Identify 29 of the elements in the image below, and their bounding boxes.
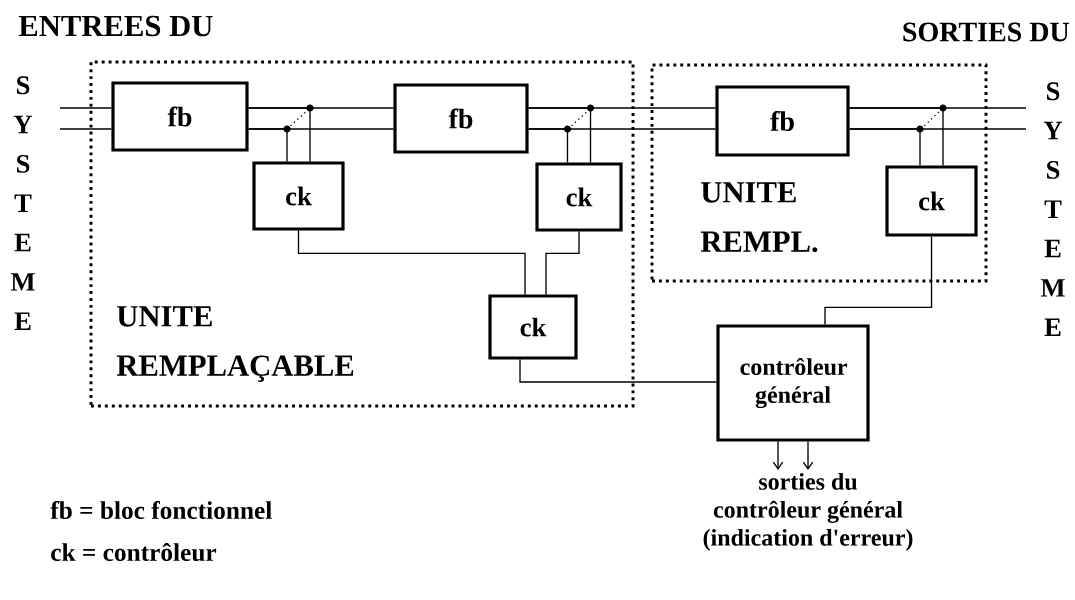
checker-box: ck	[885, 165, 978, 237]
key-text: ck = contrôleur	[51, 542, 217, 562]
signal-line	[247, 125, 291, 163]
checker-box: ck	[488, 294, 578, 360]
key-text: fb = bloc fonctionnel	[50, 500, 272, 520]
vertical-label: SYSTEME	[10, 76, 35, 330]
signal-line	[527, 125, 572, 164]
heading: ENTREES DU	[18, 15, 213, 37]
function-block-box: fb	[715, 85, 850, 157]
checker-box: ck	[535, 162, 623, 232]
signal-line	[247, 104, 314, 163]
general-controller-box: contrôleur général	[716, 324, 870, 442]
signal-line	[545, 230, 580, 296]
output-arrow	[802, 440, 814, 470]
signal-line	[527, 104, 595, 164]
signal-line	[297, 229, 526, 296]
vertical-label: SYSTEME	[1040, 82, 1065, 336]
signal-line	[519, 358, 718, 383]
bus-line	[59, 128, 113, 130]
signal-line	[848, 104, 947, 167]
checker-box: ck	[252, 161, 345, 231]
bus-line	[59, 107, 113, 109]
output-arrow	[772, 440, 784, 470]
output-caption: sorties du contrôleur général (indication d'erreur)	[703, 472, 913, 551]
signal-line	[824, 235, 933, 326]
signal-line	[848, 125, 924, 167]
function-block-box: fb	[111, 81, 249, 152]
function-block-box: fb	[393, 83, 529, 154]
heading: SORTIES DU	[903, 22, 1069, 42]
